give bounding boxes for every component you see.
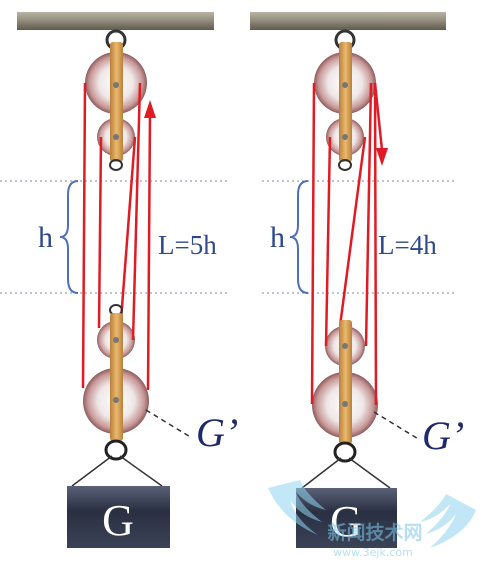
right-chain-left [301, 457, 342, 489]
left-ropes [81, 82, 152, 391]
right-axle-lower-2 [342, 401, 348, 407]
left-chain-right [119, 455, 163, 487]
left-upper-bottom-hook [109, 159, 123, 171]
watermark-url: www.3ejk.com [333, 546, 413, 559]
right-height-brace [289, 180, 309, 294]
left-weight-hook [104, 439, 128, 461]
right-upper-bottom-hook [338, 159, 352, 171]
left-gprime-line [145, 409, 193, 439]
watermark: 新闻技术网 www.3ejk.com [268, 480, 476, 559]
right-lower-strap [339, 320, 352, 444]
right-rope-arrow [376, 148, 388, 166]
watermark-text: 新闻技术网 [327, 521, 422, 544]
right-weight-label: G [330, 497, 362, 546]
left-system: G G’ h L=5h [0, 12, 238, 548]
right-gprime-line [373, 411, 421, 441]
left-height-brace [59, 180, 79, 294]
left-lower-strap [110, 313, 123, 441]
left-axle-lower-1 [113, 337, 119, 343]
right-system: G G’ h L=4h [250, 12, 464, 548]
left-weight-block [67, 486, 170, 548]
left-movable-weight-label: G’ [196, 410, 238, 455]
right-height-label: h [270, 221, 285, 254]
right-length-label: L=4h [378, 230, 437, 260]
left-chain-left [71, 455, 113, 487]
left-rope-arrow [144, 100, 156, 118]
left-weight-label: G [102, 496, 134, 545]
right-movable-weight-label: G’ [422, 413, 464, 458]
left-upper-strap [110, 42, 123, 162]
left-ceiling-beam [17, 12, 214, 30]
left-axle-upper-2 [113, 134, 119, 140]
left-axle-upper-1 [113, 82, 119, 88]
right-chain-right [348, 457, 391, 489]
right-ceiling-beam [250, 12, 446, 30]
left-height-label: h [38, 221, 53, 254]
right-upper-strap [339, 42, 352, 162]
right-axle-upper-2 [342, 134, 348, 140]
left-length-label: L=5h [158, 230, 217, 260]
right-ropes [310, 82, 384, 406]
right-weight-hook [333, 441, 357, 463]
left-axle-lower-2 [113, 397, 119, 403]
right-axle-lower-1 [342, 343, 348, 349]
watermark-wing-left-icon [268, 480, 326, 535]
watermark-wing-right-icon [420, 494, 476, 548]
right-axle-upper-1 [342, 82, 348, 88]
